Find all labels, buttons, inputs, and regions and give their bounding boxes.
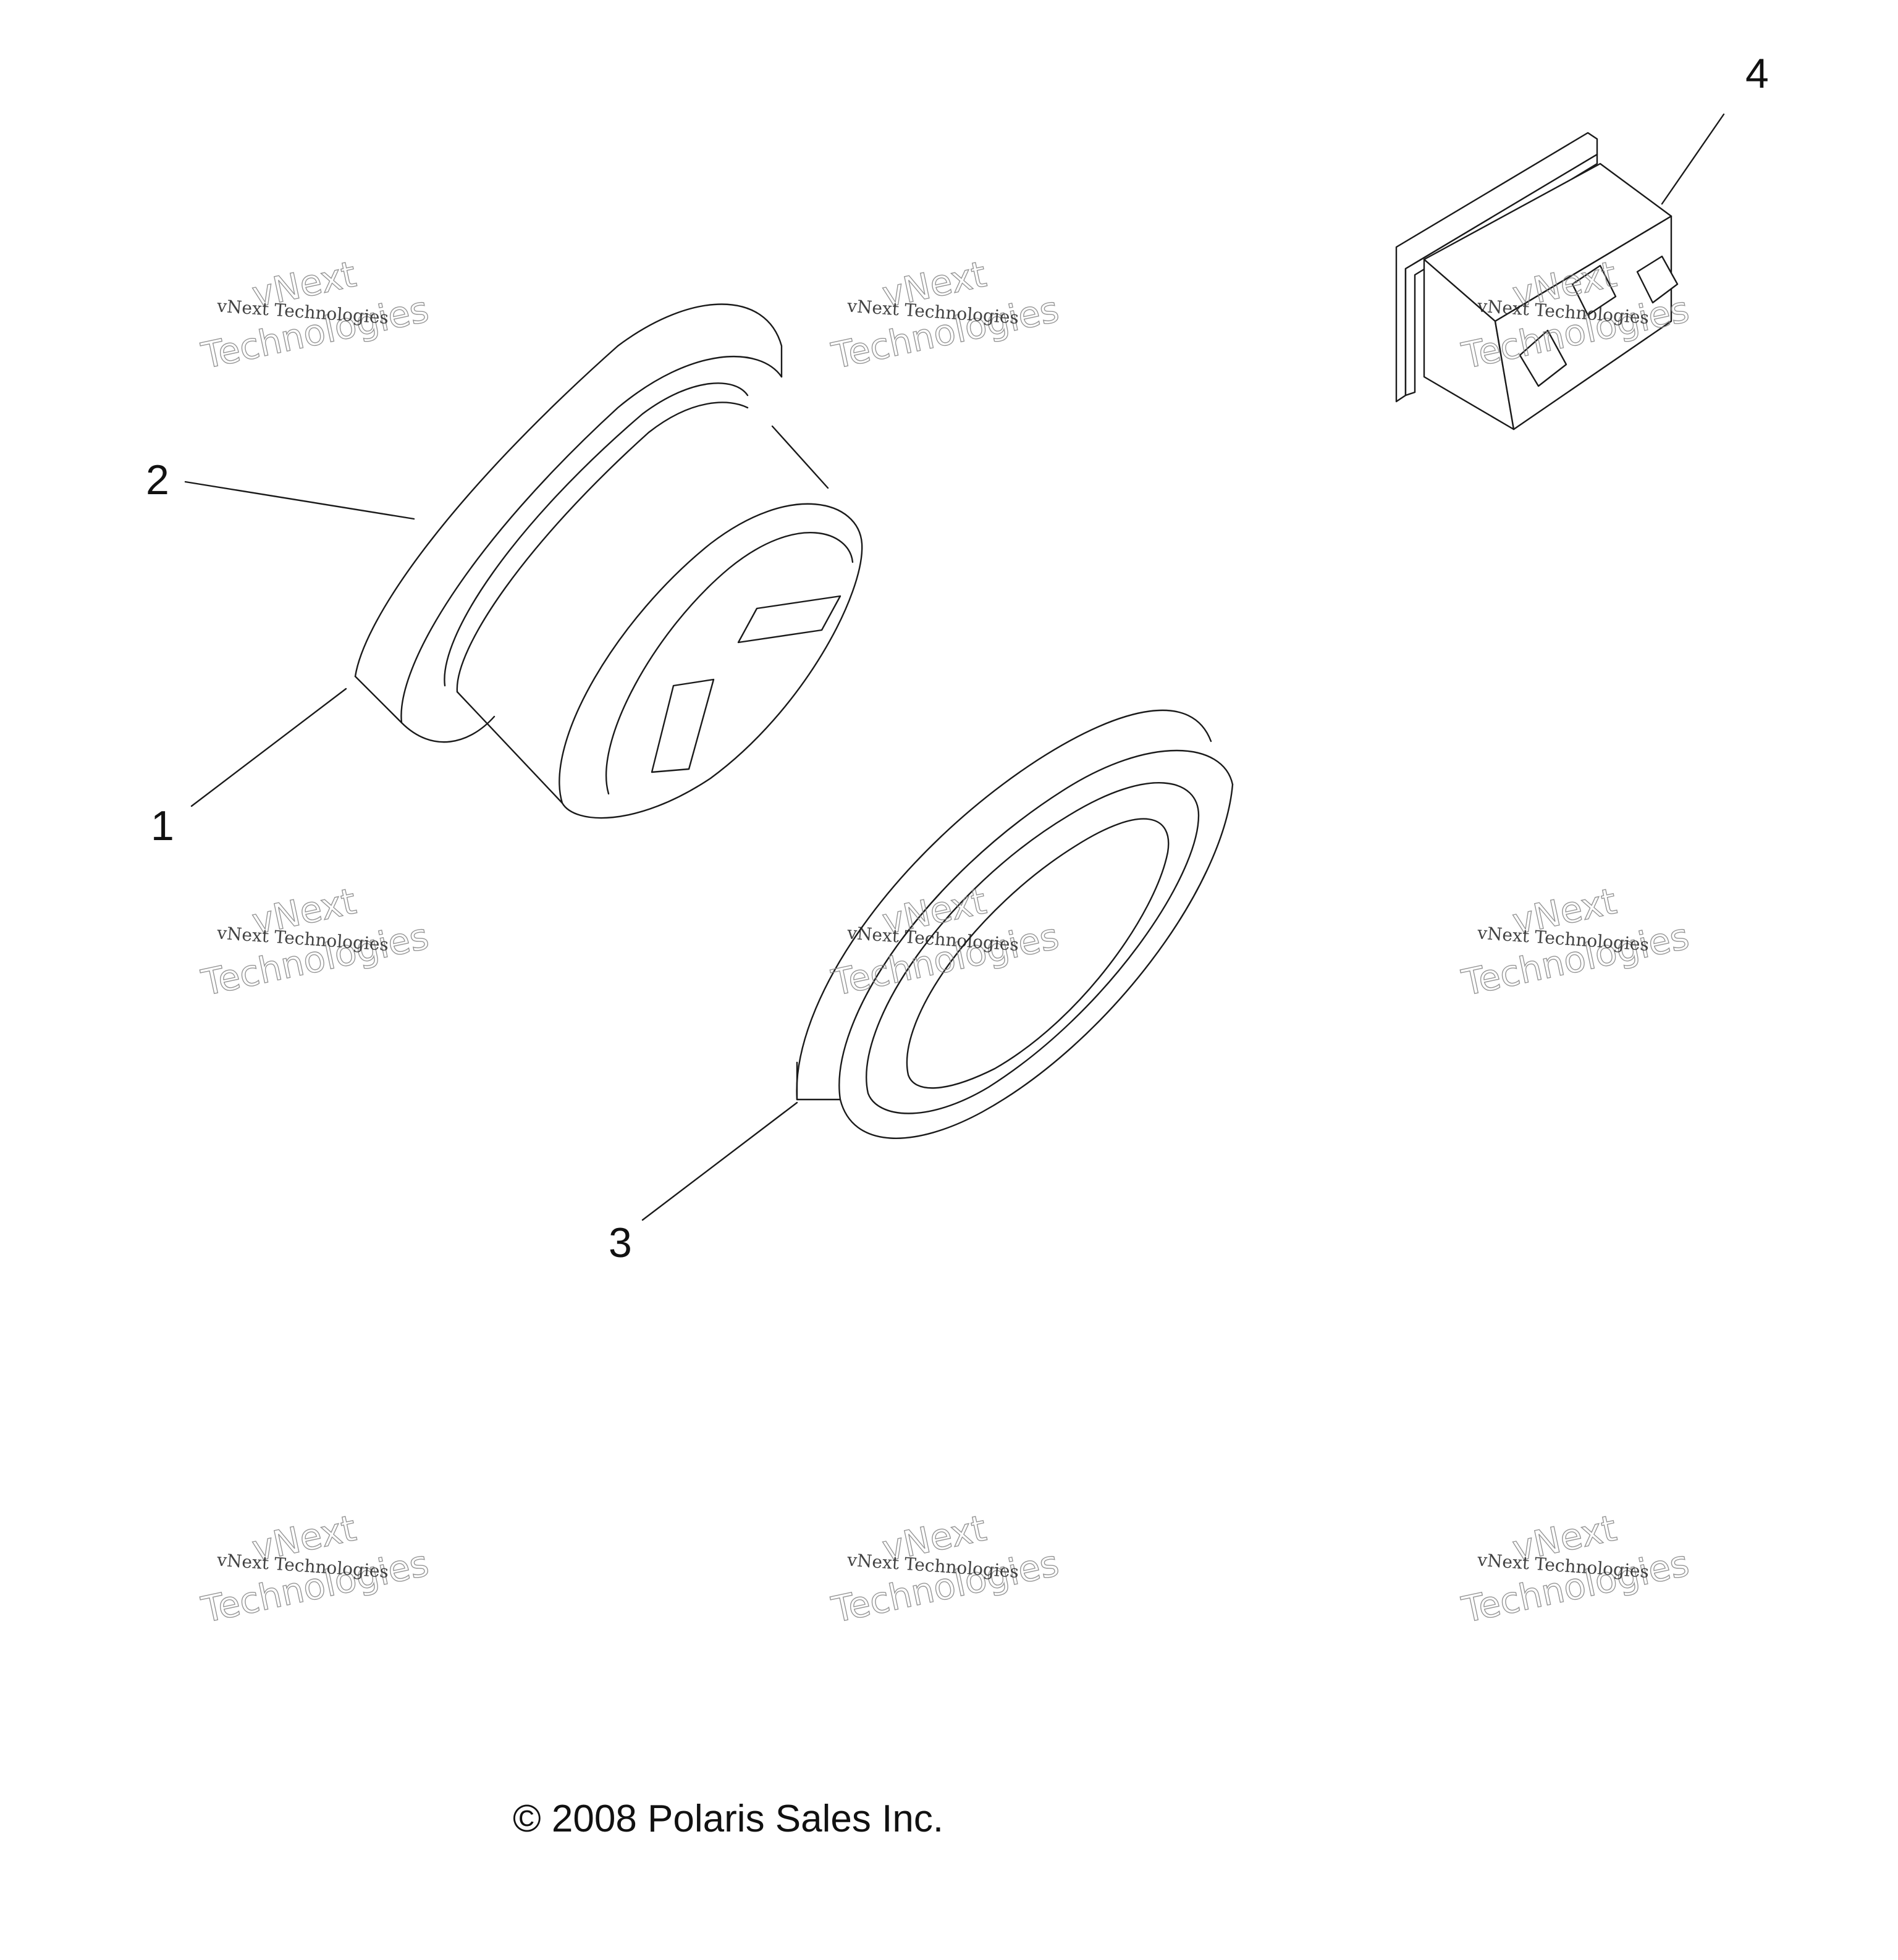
callout-4: 4 xyxy=(1745,50,1769,97)
part-retaining-ring xyxy=(796,709,1234,1139)
gauge-contact-upper xyxy=(737,595,841,644)
part-gauge-body xyxy=(354,303,863,819)
leader-line-4 xyxy=(1661,113,1725,205)
connector-terminal-2 xyxy=(1571,264,1617,316)
connector-terminal-3 xyxy=(1636,255,1679,304)
leader-line-3 xyxy=(641,1101,798,1221)
leader-lines xyxy=(184,113,1725,1221)
watermarks: vNext Technologies vNext Technologies vN… xyxy=(197,253,1693,1631)
callout-3: 3 xyxy=(609,1219,632,1266)
leader-line-2 xyxy=(184,481,415,520)
watermark-r3c2: vNext Technologies vNext Technologies xyxy=(827,1507,1063,1631)
connector-terminal-1 xyxy=(1519,329,1567,387)
gauge-contact-lower xyxy=(651,678,715,773)
callout-1: 1 xyxy=(151,802,174,849)
watermark-r3c3: vNext Technologies vNext Technologies xyxy=(1457,1507,1693,1631)
part-connector xyxy=(1395,132,1679,431)
watermark-r2c2: vNext Technologies vNext Technologies xyxy=(827,880,1063,1004)
callouts: 1 2 3 4 xyxy=(146,50,1769,1266)
leader-line-1 xyxy=(190,688,347,807)
watermark-r1c1: vNext Technologies vNext Technologies xyxy=(197,253,432,377)
watermark-r1c2: vNext Technologies vNext Technologies xyxy=(827,253,1063,377)
watermark-r3c1: vNext Technologies vNext Technologies xyxy=(197,1507,432,1631)
copyright-text: © 2008 Polaris Sales Inc. xyxy=(513,1798,943,1840)
watermark-r2c3: vNext Technologies vNext Technologies xyxy=(1457,880,1693,1004)
callout-2: 2 xyxy=(146,456,169,503)
watermark-r2c1: vNext Technologies vNext Technologies xyxy=(197,880,432,1004)
